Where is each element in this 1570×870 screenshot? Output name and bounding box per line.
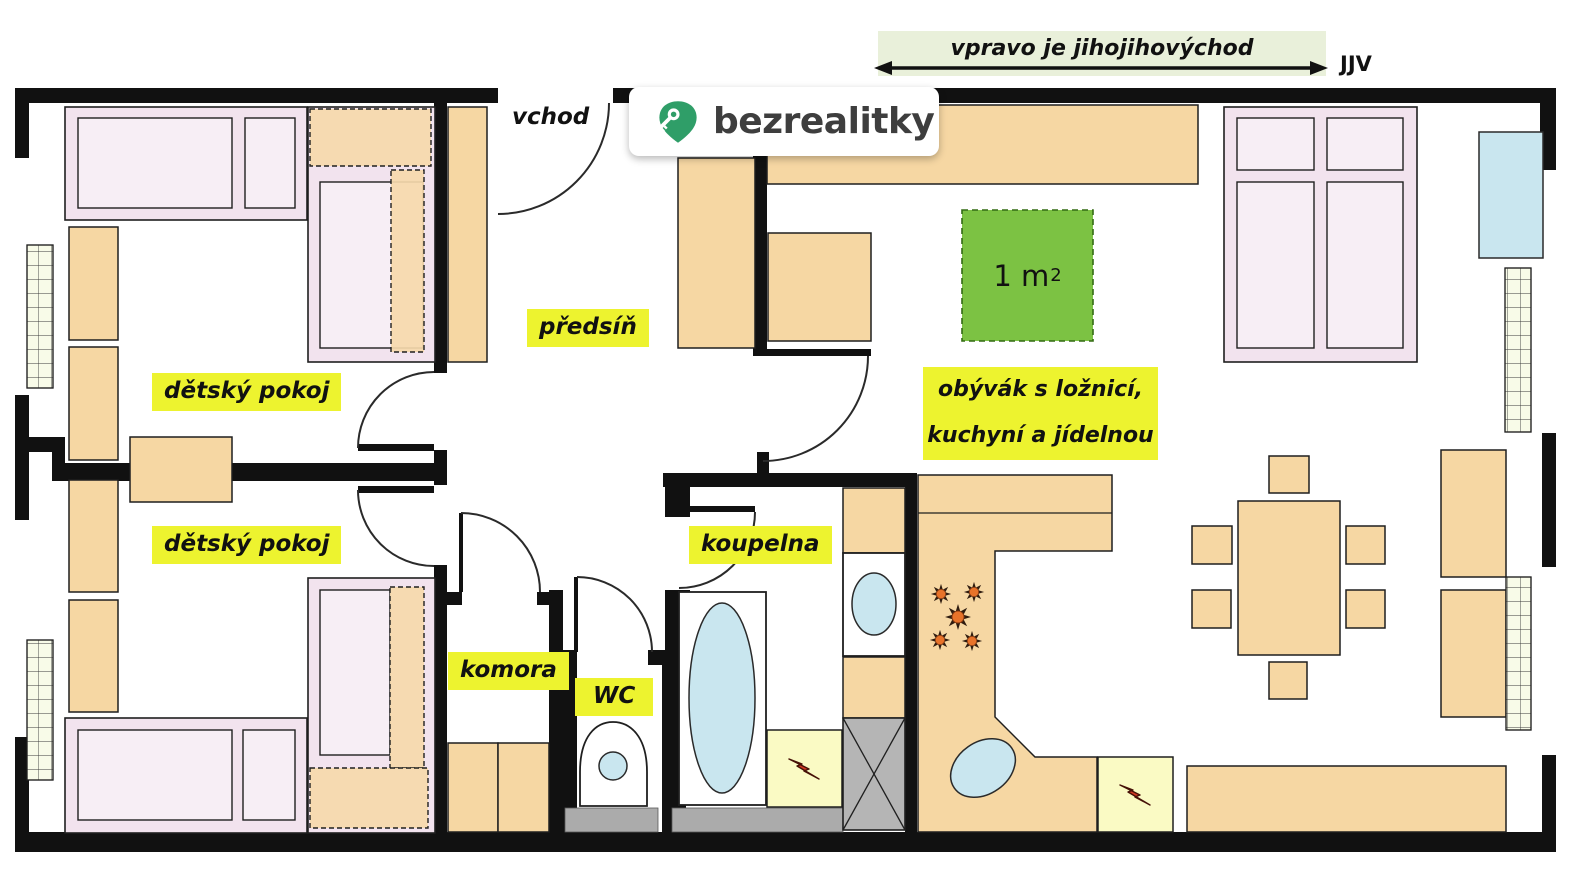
door-leaf <box>574 577 578 652</box>
mattress <box>1326 181 1404 349</box>
door-arc <box>762 355 869 462</box>
bathroom-floor-strip <box>671 807 844 833</box>
hallway <box>447 102 756 363</box>
arrow-head-left <box>874 61 892 75</box>
storage-room <box>447 742 550 833</box>
door-arc <box>460 512 541 593</box>
fridge <box>767 232 872 342</box>
door-arc <box>357 489 435 567</box>
pillow <box>1326 117 1404 171</box>
wc-room <box>564 721 659 833</box>
bezrealitky-pin-icon <box>658 100 697 143</box>
entrance-door-arc <box>497 102 610 215</box>
compass-direction-label: JJV <box>1340 52 1372 76</box>
wardrobe <box>68 226 119 341</box>
living-room <box>766 104 1544 833</box>
chair <box>1345 589 1386 629</box>
wardrobe <box>68 346 119 461</box>
chair <box>1268 661 1308 700</box>
mattress <box>1236 181 1315 349</box>
closet <box>677 157 756 349</box>
kitchen-counter-l <box>917 474 1113 833</box>
logo-text: bezrealitky <box>713 101 935 142</box>
kids-room-bottom <box>26 479 436 834</box>
bezrealitky-logo: bezrealitky <box>629 87 939 156</box>
bathroom <box>671 487 906 833</box>
living-room-label: obývák s ložnicí, kuchyní a jídelnou <box>923 367 1158 460</box>
hallway-label: předsíň <box>527 309 649 347</box>
kids-room-top-label: dětský pokoj <box>152 373 342 411</box>
compass-banner-text: vpravo je jihojihovýchod <box>950 35 1254 61</box>
bathtub-basin <box>688 602 756 794</box>
chair <box>1191 589 1232 629</box>
door-leaf <box>358 486 434 493</box>
dining-table <box>1237 500 1341 656</box>
wc-label: WC <box>575 678 654 716</box>
wc-floor-strip <box>564 807 659 833</box>
living-room-label-line1: obývák s ložnicí, <box>937 376 1144 402</box>
cabinet <box>842 487 906 554</box>
sofa <box>1440 589 1507 718</box>
wardrobe <box>68 599 119 713</box>
bed-mattress <box>319 589 391 756</box>
door-leaf <box>763 349 871 356</box>
bunk-overlay <box>389 586 425 769</box>
toilet-bowl <box>598 751 628 781</box>
door-leaf <box>459 513 463 592</box>
pillow <box>1236 117 1315 171</box>
door-leaf <box>679 506 755 512</box>
storage-label: komora <box>448 652 569 690</box>
dresser <box>129 436 233 503</box>
bed <box>77 117 233 209</box>
area-exponent: 2 <box>1050 265 1062 286</box>
bunk-overlay <box>309 108 432 167</box>
arrow-head-right <box>1310 61 1328 75</box>
entrance-label: vchod <box>512 104 590 130</box>
area-value: 1 m <box>993 258 1050 293</box>
chair <box>1191 525 1233 565</box>
door-leaf <box>358 444 434 451</box>
cabinet <box>842 656 906 719</box>
kitchen-counter-bottom <box>1186 765 1507 833</box>
window <box>1478 131 1544 259</box>
door-arc <box>576 576 653 653</box>
cabinet <box>447 742 499 833</box>
doors <box>357 349 871 653</box>
nightstand <box>244 117 296 209</box>
bunk-overlay <box>309 767 429 829</box>
kids-room-bottom-label: dětský pokoj <box>152 526 342 564</box>
wardrobe <box>68 479 119 593</box>
chair <box>1268 455 1310 494</box>
compass-banner <box>874 31 1328 76</box>
wardrobe <box>447 106 488 363</box>
cabinet <box>497 742 550 833</box>
nightstand <box>242 729 296 821</box>
bed <box>77 729 233 821</box>
bunk-overlay <box>390 169 425 353</box>
bathroom-label: koupelna <box>689 526 832 564</box>
door-arc <box>357 371 435 449</box>
chair <box>1345 525 1386 565</box>
sofa <box>1440 449 1507 578</box>
scale-square <box>961 209 1094 342</box>
sink-basin <box>851 572 897 636</box>
living-room-label-line2: kuchyní a jídelnou <box>927 423 1154 449</box>
kids-room-top <box>26 106 436 503</box>
dining-set <box>1191 455 1386 700</box>
kitchen-sink <box>949 737 1017 799</box>
